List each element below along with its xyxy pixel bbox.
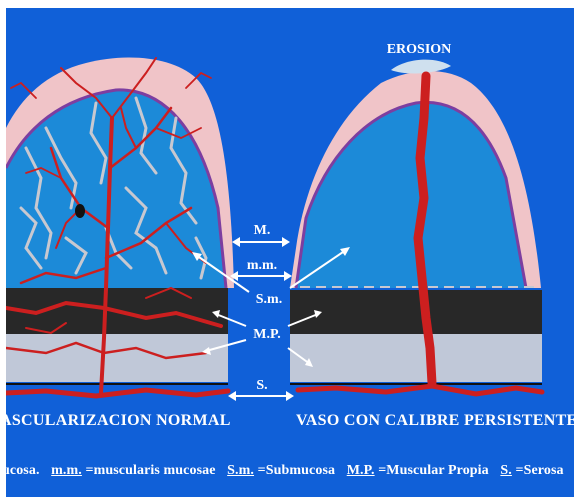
legend-abbr: S. xyxy=(500,463,512,478)
legend-text: =Serosa xyxy=(516,463,564,478)
legend-item-mucosa: ucosa. xyxy=(6,463,43,478)
left-muscular-propia-light xyxy=(6,334,228,382)
serosa-label: S. xyxy=(256,378,267,393)
left-panel xyxy=(6,58,234,406)
legend-abbr: S.m. xyxy=(227,463,254,478)
legend-item-serosa: S. =Serosa xyxy=(500,463,563,478)
legend-abbr: M.P. xyxy=(347,463,375,478)
right-panel xyxy=(290,60,542,394)
mucosa-arrow xyxy=(232,237,290,247)
right-caption: VASO CON CALIBRE PERSISTENTE xyxy=(296,412,574,430)
left-dark-spot xyxy=(75,204,85,218)
legend-text: =muscularis mucosae xyxy=(86,463,216,478)
erosion-label: EROSION xyxy=(387,42,452,57)
legend: ucosa. m.m. =muscularis mucosae S.m. =Su… xyxy=(6,463,572,479)
legend-abbr: m.m. xyxy=(51,463,82,478)
mucosa-label: M. xyxy=(254,223,271,238)
submucosa-label: S.m. xyxy=(256,292,282,307)
diagram-slide: EROSION M. m.m. S.m. M.P. S. ASCULARIZAC… xyxy=(6,8,574,497)
right-erosion-cap xyxy=(391,60,451,74)
legend-text: ucosa. xyxy=(6,463,40,478)
left-caption: ASCULARIZACION NORMAL xyxy=(6,412,231,430)
legend-item-muscularis-mucosae: m.m. =muscularis mucosae xyxy=(51,463,219,478)
legend-item-muscular-propia: M.P. =Muscular Propia xyxy=(347,463,493,478)
muscularis-mucosae-label: m.m. xyxy=(247,258,277,273)
right-muscular-propia-dark xyxy=(290,290,542,334)
muscular-propia-label: M.P. xyxy=(253,327,280,342)
right-muscular-propia-light xyxy=(290,334,542,382)
legend-text: =Submucosa xyxy=(258,463,335,478)
legend-text: =Muscular Propia xyxy=(378,463,489,478)
legend-item-submucosa: S.m. =Submucosa xyxy=(227,463,339,478)
